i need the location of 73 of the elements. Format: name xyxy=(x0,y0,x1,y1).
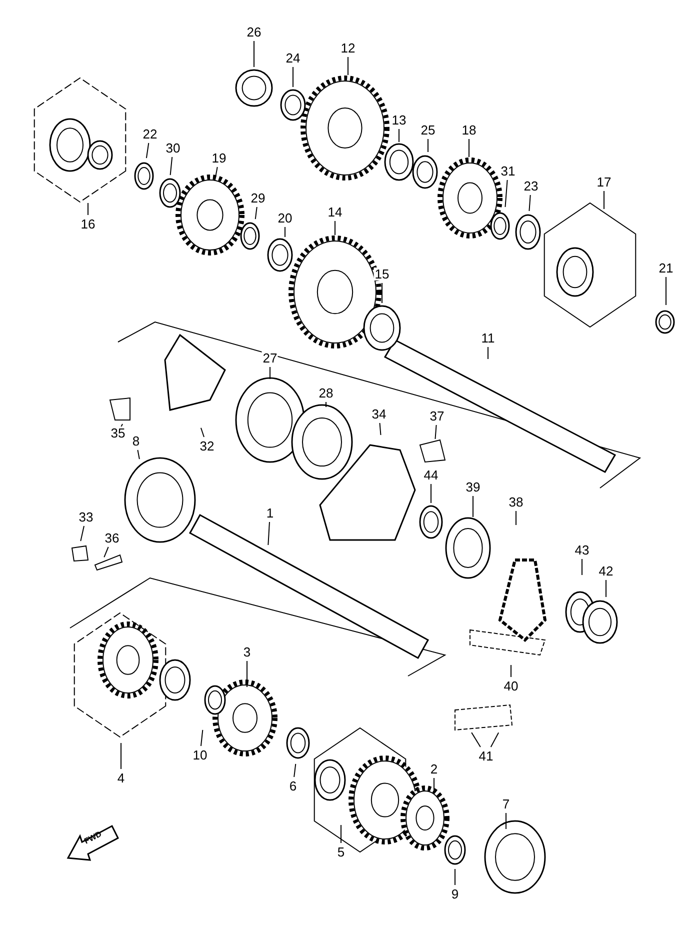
callout-number: 3 xyxy=(242,646,252,658)
callout-number: 10 xyxy=(192,748,208,762)
callout-number: 11 xyxy=(480,332,496,344)
leader-line xyxy=(490,732,500,748)
callout-number: 35 xyxy=(110,426,126,440)
callout-number: 40 xyxy=(502,680,520,692)
leader-line xyxy=(200,729,204,746)
leader-line xyxy=(528,194,531,212)
callout-number: 32 xyxy=(198,440,216,452)
callout-number: 14 xyxy=(326,206,344,218)
callout-number: 12 xyxy=(340,42,356,54)
callout-number: 17 xyxy=(596,176,612,188)
leader-line xyxy=(268,522,270,546)
callout-number: 8 xyxy=(131,434,141,448)
callout-number: 1 xyxy=(265,506,275,520)
leader-line xyxy=(430,484,432,504)
callout-number: 15 xyxy=(374,268,390,280)
leader-line xyxy=(254,206,258,220)
callout-number: 9 xyxy=(450,888,460,900)
callout-number: 41 xyxy=(478,750,494,762)
leader-line xyxy=(454,868,456,886)
callout-number: 30 xyxy=(164,142,182,154)
callout-number: 18 xyxy=(460,124,478,136)
leader-line xyxy=(146,142,150,159)
callout-number: 27 xyxy=(262,352,278,364)
leader-line xyxy=(471,732,481,748)
callout-number: 2 xyxy=(429,762,439,776)
leader-line xyxy=(120,742,122,770)
leader-line xyxy=(398,128,400,142)
leader-line xyxy=(504,180,508,208)
callout-number: 6 xyxy=(288,780,298,792)
callout-number: 20 xyxy=(276,212,294,224)
callout-number: 7 xyxy=(501,798,511,810)
callout-number: 36 xyxy=(104,532,120,544)
leader-line xyxy=(468,138,470,158)
leader-line xyxy=(137,450,140,460)
callout-number: 23 xyxy=(522,180,540,192)
callout-number: 28 xyxy=(318,386,334,400)
leader-line xyxy=(510,664,512,678)
callout-number: 44 xyxy=(422,468,440,482)
callout-number: 21 xyxy=(658,262,674,274)
callout-number: 25 xyxy=(420,124,436,136)
callout-number: 34 xyxy=(370,408,388,420)
callout-number: 5 xyxy=(336,846,346,858)
leader-line xyxy=(104,546,109,558)
leader-line xyxy=(170,156,173,176)
leader-line xyxy=(334,220,336,236)
callout-number: 24 xyxy=(284,52,302,64)
callout-number: 43 xyxy=(574,544,590,556)
callout-number: 31 xyxy=(500,164,516,178)
leader-line xyxy=(294,763,296,778)
leader-line xyxy=(292,66,294,88)
leader-line xyxy=(434,424,437,440)
callout-number: 38 xyxy=(508,496,524,508)
leader-line xyxy=(246,660,248,688)
leader-line xyxy=(80,526,84,542)
leader-line xyxy=(472,496,474,518)
leader-line xyxy=(215,166,218,178)
callout-number: 29 xyxy=(250,192,266,204)
callout-number: 39 xyxy=(464,480,482,494)
callout-number: 13 xyxy=(390,114,408,126)
callout-number: 22 xyxy=(142,128,158,140)
leader-line xyxy=(379,422,382,436)
callout-number: 37 xyxy=(428,410,446,422)
leader-line xyxy=(200,427,204,438)
callout-number: 19 xyxy=(210,152,228,164)
leader-line xyxy=(340,824,342,844)
callout-number: 4 xyxy=(116,772,126,784)
callout-number: 42 xyxy=(598,564,614,578)
callout-number: 33 xyxy=(78,510,94,524)
callout-number: 26 xyxy=(246,26,262,38)
callout-number: 16 xyxy=(80,218,96,230)
leader-line xyxy=(284,226,286,238)
